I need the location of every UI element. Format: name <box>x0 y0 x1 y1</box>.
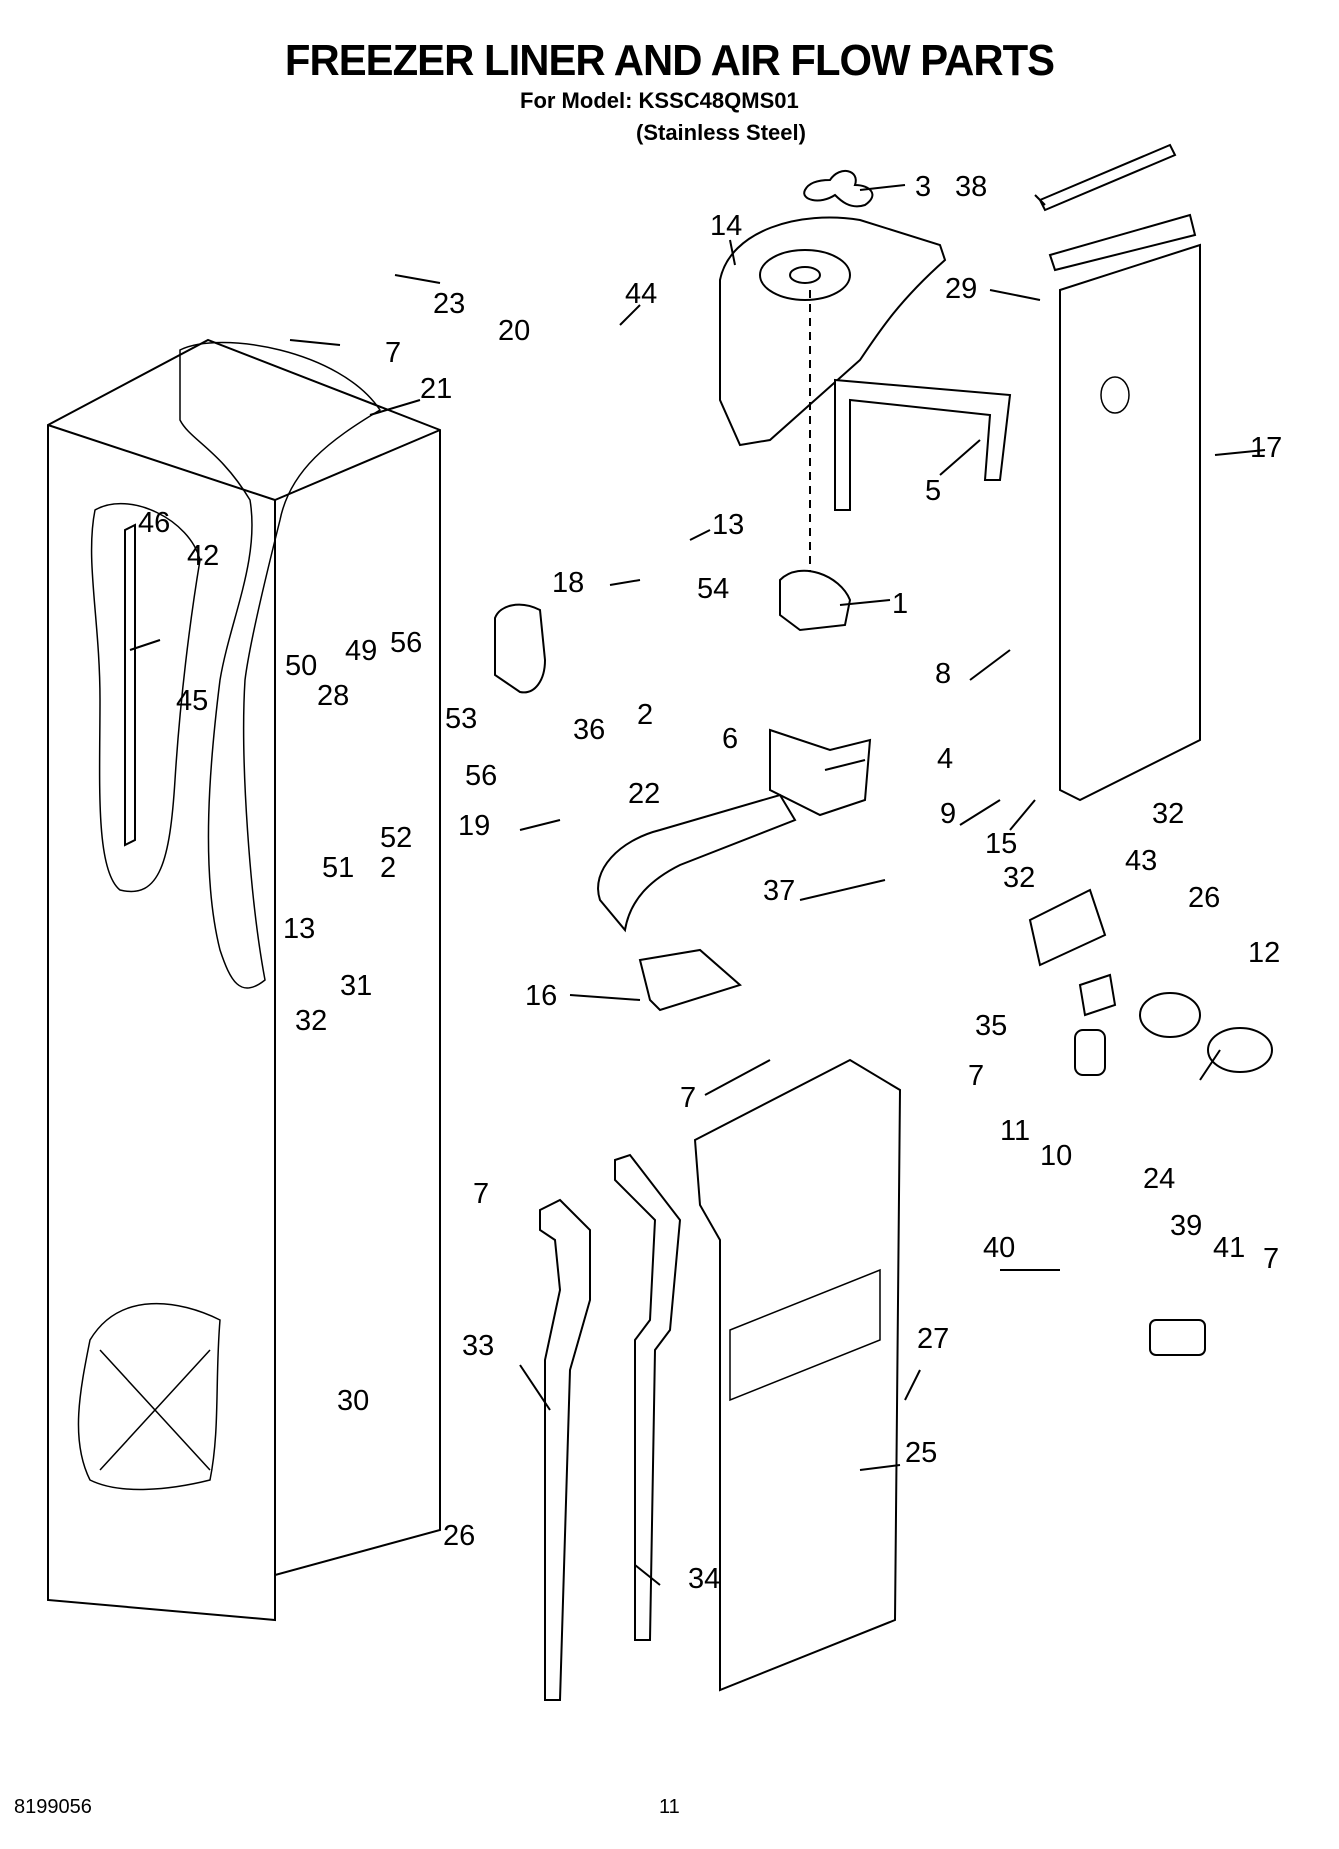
callout-42: 42 <box>187 540 219 572</box>
callout-7: 7 <box>1263 1243 1279 1275</box>
light-housing-part <box>1028 888 1107 967</box>
callout-46: 46 <box>138 507 170 539</box>
strip-part-33 <box>539 1198 591 1701</box>
model-line: For Model: KSSC48QMS01 <box>520 88 799 113</box>
finish-line: (Stainless Steel) <box>636 120 806 145</box>
callout-13: 13 <box>712 509 744 541</box>
callout-12: 12 <box>1248 937 1280 969</box>
callout-51: 51 <box>322 852 354 884</box>
gasket-part <box>1078 973 1117 1017</box>
callout-15: 15 <box>985 828 1017 860</box>
page-number: 11 <box>659 1796 680 1818</box>
callout-23: 23 <box>433 288 465 320</box>
callout-6: 6 <box>722 723 738 755</box>
callout-2: 2 <box>637 699 653 731</box>
rear-panel-part <box>1038 143 1201 802</box>
light-cover-part <box>1207 1027 1273 1073</box>
callout-22: 22 <box>628 778 660 810</box>
callout-45: 45 <box>176 685 208 717</box>
callout-35: 35 <box>975 1010 1007 1042</box>
callout-3: 3 <box>915 171 931 203</box>
callout-32: 32 <box>1152 798 1184 830</box>
callout-8: 8 <box>935 658 951 690</box>
callout-54: 54 <box>697 573 729 605</box>
switch-part <box>1149 1319 1206 1356</box>
bracket-part <box>638 948 743 1012</box>
callout-11: 11 <box>1000 1115 1030 1147</box>
callout-43: 43 <box>1125 845 1157 877</box>
callout-10: 10 <box>1040 1140 1072 1172</box>
callout-14: 14 <box>710 210 742 242</box>
callout-16: 16 <box>525 980 557 1012</box>
callout-44: 44 <box>625 278 657 310</box>
callout-labels: 3 38 14 23 44 20 29 7 21 17 5 13 46 42 1… <box>138 171 1282 1595</box>
document-number: 8199056 <box>14 1796 92 1818</box>
callout-17: 17 <box>1250 432 1282 464</box>
air-seal-part <box>834 378 1012 511</box>
callout-38: 38 <box>955 171 987 203</box>
callout-26: 26 <box>1188 882 1220 914</box>
callout-33: 33 <box>462 1330 494 1362</box>
air-duct-part <box>597 793 797 933</box>
callout-52: 52 <box>380 822 412 854</box>
callout-37: 37 <box>763 875 795 907</box>
callout-53: 53 <box>445 703 477 735</box>
callout-30: 30 <box>337 1385 369 1417</box>
callout-56: 56 <box>465 760 497 792</box>
fan-shroud-part <box>719 170 947 447</box>
callout-32: 32 <box>1003 862 1035 894</box>
callout-26: 26 <box>443 1520 475 1552</box>
leader-lines <box>129 184 1266 1586</box>
callout-27: 27 <box>917 1323 949 1355</box>
callout-32: 32 <box>295 1005 327 1037</box>
fan-motor-part <box>769 290 872 817</box>
light-socket-part <box>1074 1029 1106 1076</box>
callout-7: 7 <box>473 1178 489 1210</box>
callout-40: 40 <box>983 1232 1015 1264</box>
callout-28: 28 <box>317 680 349 712</box>
callout-7: 7 <box>680 1082 696 1114</box>
strip-part-34 <box>614 1153 682 1641</box>
callout-41: 41 <box>1213 1232 1245 1264</box>
callout-24: 24 <box>1143 1163 1175 1195</box>
lower-cover-part <box>693 1058 902 1692</box>
light-bulb-part <box>1139 992 1201 1038</box>
callout-36: 36 <box>573 714 605 746</box>
callout-29: 29 <box>945 273 977 305</box>
callout-5: 5 <box>925 475 941 507</box>
callout-20: 20 <box>498 315 530 347</box>
callout-25: 25 <box>905 1437 937 1469</box>
callout-2: 2 <box>380 852 396 884</box>
callout-7: 7 <box>385 337 401 369</box>
callout-4: 4 <box>937 743 953 775</box>
control-cover-part <box>494 603 547 694</box>
callout-39: 39 <box>1170 1210 1202 1242</box>
callout-1: 1 <box>892 588 908 620</box>
callout-56: 56 <box>390 627 422 659</box>
callout-18: 18 <box>552 567 584 599</box>
callout-19: 19 <box>458 810 490 842</box>
callout-13: 13 <box>283 913 315 945</box>
freezer-liner-part <box>47 338 441 1622</box>
callout-31: 31 <box>340 970 372 1002</box>
callout-50: 50 <box>285 650 317 682</box>
callout-9: 9 <box>940 798 956 830</box>
callout-21: 21 <box>420 373 452 405</box>
callout-34: 34 <box>688 1563 720 1595</box>
callout-7: 7 <box>968 1060 984 1092</box>
callout-49: 49 <box>345 635 377 667</box>
diagram-title: FREEZER LINER AND AIR FLOW PARTS <box>284 36 1055 85</box>
